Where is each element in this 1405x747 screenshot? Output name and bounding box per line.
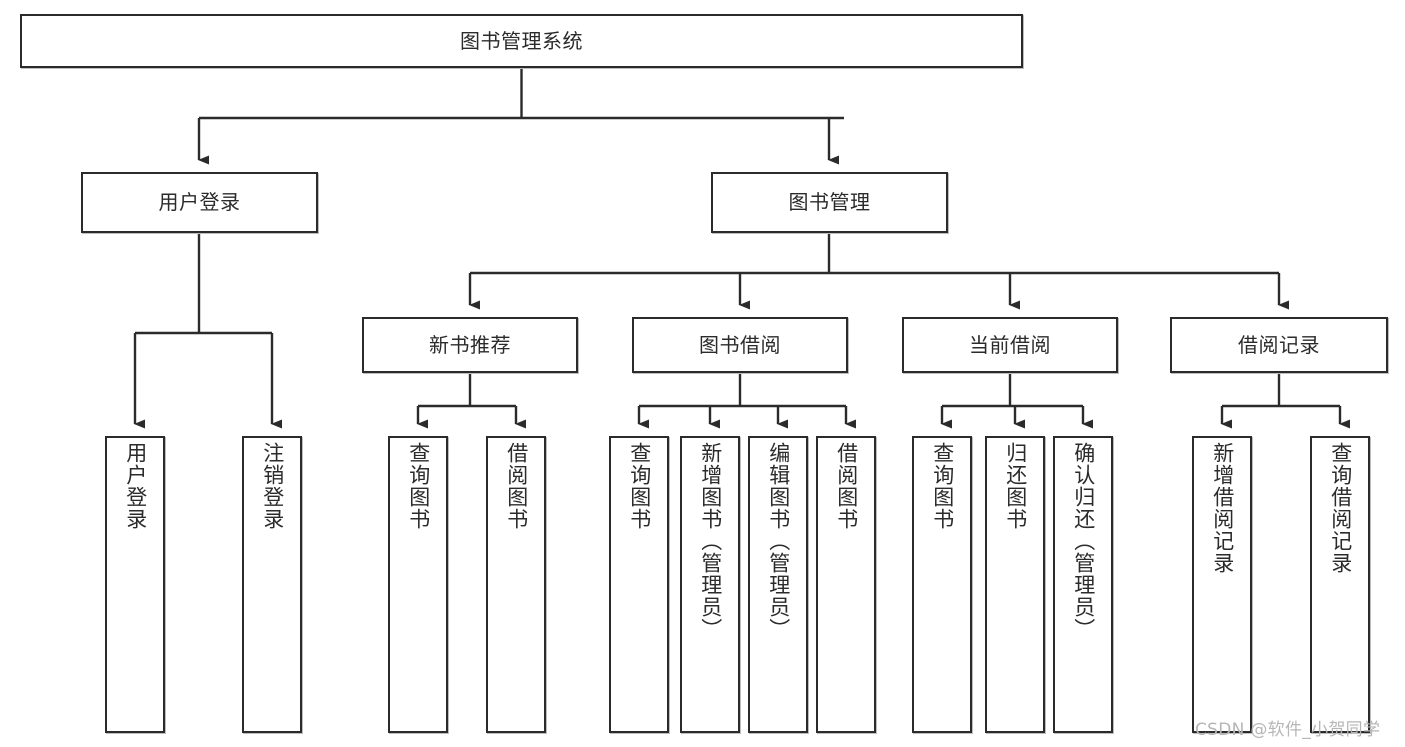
node-book-management[interactable]: 图书管理 xyxy=(711,172,948,233)
leaf-record-add-record-label: 新增借阅记录 xyxy=(1210,442,1235,574)
leaf-current-query-book-label: 查询图书 xyxy=(930,442,955,530)
node-root[interactable]: 图书管理系统 xyxy=(20,14,1023,68)
leaf-newbook-borrow-book-label: 借阅图书 xyxy=(504,442,529,530)
node-book-borrow-label: 图书借阅 xyxy=(699,332,781,357)
leaf-record-query-record[interactable]: 查询借阅记录 xyxy=(1310,436,1370,733)
node-root-label: 图书管理系统 xyxy=(460,28,583,53)
leaf-user-login-label: 用户登录 xyxy=(123,442,148,530)
leaf-current-return-book[interactable]: 归还图书 xyxy=(985,436,1045,733)
node-new-book-recommend-label: 新书推荐 xyxy=(429,332,511,357)
leaf-logout-label: 注销登录 xyxy=(260,442,285,530)
watermark: CSDN @软件_小贺同学 xyxy=(1195,720,1381,740)
leaf-borrow-query-book[interactable]: 查询图书 xyxy=(609,436,669,733)
leaf-current-confirm-return-admin[interactable]: 确认归还（管理员） xyxy=(1053,436,1113,733)
node-book-management-label: 图书管理 xyxy=(788,190,871,214)
node-borrow-record-label: 借阅记录 xyxy=(1238,332,1320,357)
leaf-newbook-borrow-book[interactable]: 借阅图书 xyxy=(486,436,546,733)
node-book-borrow[interactable]: 图书借阅 xyxy=(632,317,848,373)
leaf-borrow-add-book-admin-label: 新增图书（管理员） xyxy=(698,442,723,640)
leaf-current-return-book-label: 归还图书 xyxy=(1003,442,1028,530)
leaf-newbook-query-book[interactable]: 查询图书 xyxy=(388,436,448,733)
leaf-newbook-query-book-label: 查询图书 xyxy=(406,442,431,530)
leaf-borrow-lend-book[interactable]: 借阅图书 xyxy=(816,436,876,733)
leaf-logout[interactable]: 注销登录 xyxy=(242,436,302,733)
leaf-current-query-book[interactable]: 查询图书 xyxy=(912,436,972,733)
leaf-record-query-record-label: 查询借阅记录 xyxy=(1328,442,1353,574)
leaf-borrow-add-book-admin[interactable]: 新增图书（管理员） xyxy=(680,436,740,733)
node-user-login[interactable]: 用户登录 xyxy=(81,172,318,233)
node-new-book-recommend[interactable]: 新书推荐 xyxy=(362,317,578,373)
leaf-borrow-query-book-label: 查询图书 xyxy=(627,442,652,530)
node-current-borrow-label: 当前借阅 xyxy=(969,332,1051,357)
leaf-borrow-edit-book-admin[interactable]: 编辑图书（管理员） xyxy=(748,436,808,733)
node-borrow-record[interactable]: 借阅记录 xyxy=(1170,317,1388,373)
leaf-current-confirm-return-admin-label: 确认归还（管理员） xyxy=(1071,442,1096,640)
leaf-borrow-edit-book-admin-label: 编辑图书（管理员） xyxy=(766,442,791,640)
node-current-borrow[interactable]: 当前借阅 xyxy=(902,317,1118,373)
leaf-borrow-lend-book-label: 借阅图书 xyxy=(834,442,859,530)
node-user-login-label: 用户登录 xyxy=(158,190,241,214)
leaf-record-add-record[interactable]: 新增借阅记录 xyxy=(1192,436,1252,733)
leaf-user-login[interactable]: 用户登录 xyxy=(105,436,165,733)
